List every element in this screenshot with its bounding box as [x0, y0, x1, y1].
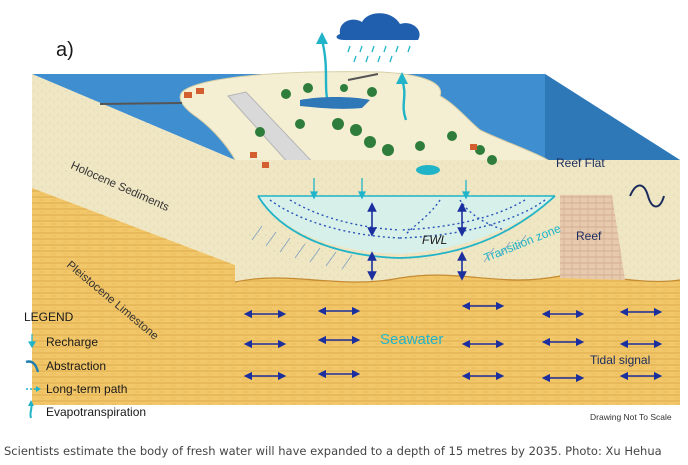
lagoon: [300, 97, 370, 109]
fwl-label: FWL: [422, 233, 447, 247]
legend-abstraction-icon: [25, 360, 40, 373]
left-face-holocene: [32, 74, 235, 265]
legend-recharge-icon: [27, 334, 37, 349]
figure-caption: Scientists estimate the body of fresh wa…: [4, 444, 662, 458]
legend-item-abstraction: Abstraction: [46, 359, 106, 373]
left-face-limestone: [32, 188, 235, 405]
water-tank-icon: [416, 165, 440, 175]
seawater-label: Seawater: [380, 331, 443, 348]
legend-item-evapotranspiration: Evapotranspiration: [46, 405, 146, 419]
reef-label: Reef: [576, 229, 602, 243]
panel-label: a): [56, 39, 74, 61]
legend-item-long-term-path: Long-term path: [46, 382, 127, 396]
long-term-paths: [269, 199, 546, 239]
aquifer-diagram: a) Holocene Sediments Pleistocene Limest…: [24, 13, 681, 422]
reef-block: [560, 195, 625, 280]
rain-cloud-icon: [336, 13, 420, 63]
reef-flat-label: Reef Flat: [556, 156, 605, 170]
recharge-arrows: [309, 178, 471, 200]
tidal-signal-label: Tidal signal: [590, 353, 650, 367]
island: [179, 71, 550, 185]
legend-evapotranspiration-icon: [29, 403, 33, 419]
tide-wave-icon: [629, 184, 665, 208]
scale-note: Drawing Not To Scale: [590, 412, 672, 422]
legend: LEGEND Recharge Abstraction Long-term pa…: [24, 310, 146, 419]
huts: [184, 88, 477, 168]
legend-title: LEGEND: [24, 310, 74, 324]
freshwater-lens: [258, 196, 555, 254]
legend-item-recharge: Recharge: [46, 335, 98, 349]
front-face-limestone: [235, 275, 680, 405]
palm-trees: [255, 83, 497, 165]
